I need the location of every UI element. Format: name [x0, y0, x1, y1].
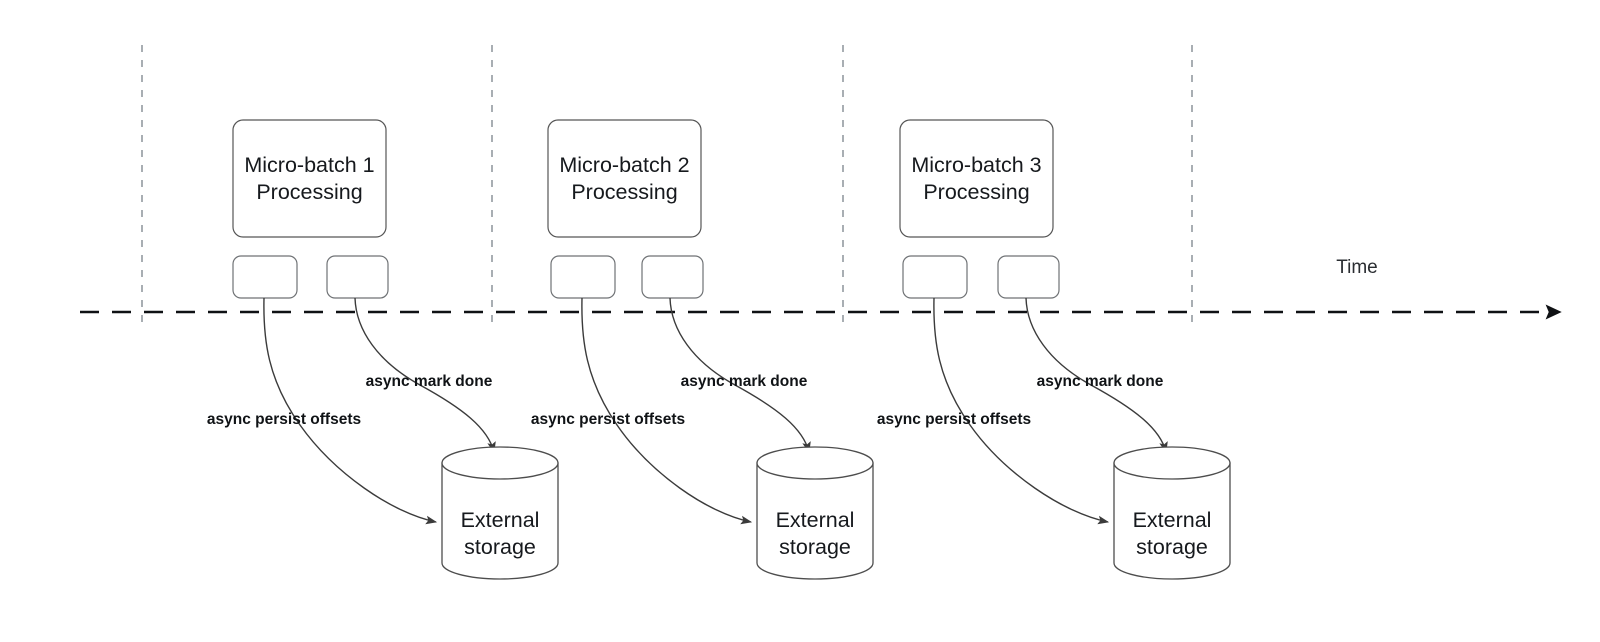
annotation-mark-done-3: async mark done [1037, 373, 1164, 390]
external-storage-3-label-line1: External [1133, 508, 1212, 532]
annotation-persist-offsets-1: async persist offsets [207, 411, 361, 428]
external-storage-3[interactable]: External storage [1113, 446, 1231, 580]
task-box-3b[interactable] [997, 255, 1060, 299]
external-storage-2-label-line1: External [776, 508, 855, 532]
mark-done-arrow-3 [1025, 297, 1168, 454]
process-box-3-label-line1: Micro-batch 3 [911, 153, 1041, 177]
task-box-2b[interactable] [641, 255, 704, 299]
microbatch-group-3: Micro-batch 3 Processing External storag… [877, 119, 1231, 580]
process-box-3-label-line2: Processing [923, 180, 1029, 204]
time-axis: Time [80, 257, 1562, 320]
period-dividers [141, 45, 1193, 330]
annotation-mark-done-1: async mark done [366, 373, 493, 390]
external-storage-1[interactable]: External storage [441, 446, 559, 580]
annotation-mark-done-2: async mark done [681, 373, 808, 390]
task-box-3a[interactable] [902, 255, 968, 299]
process-box-1-label-line1: Micro-batch 1 [244, 153, 374, 177]
annotation-persist-offsets-3: async persist offsets [877, 411, 1031, 428]
task-box-1a[interactable] [232, 255, 298, 299]
external-storage-2-label-line2: storage [779, 535, 851, 559]
task-box-2a[interactable] [550, 255, 616, 299]
time-axis-label: Time [1336, 257, 1378, 278]
external-storage-1-label-line2: storage [464, 535, 536, 559]
persist-offsets-arrow-2 [581, 297, 753, 525]
mark-done-arrow-2 [669, 297, 811, 454]
process-box-3[interactable] [899, 119, 1054, 238]
process-box-2-label-line1: Micro-batch 2 [559, 153, 689, 177]
task-box-1b[interactable] [326, 255, 389, 299]
process-box-2-label-line2: Processing [571, 180, 677, 204]
persist-offsets-arrow-1 [263, 297, 438, 525]
external-storage-3-label-line2: storage [1136, 535, 1208, 559]
external-storage-2[interactable]: External storage [756, 446, 874, 580]
annotation-persist-offsets-2: async persist offsets [531, 411, 685, 428]
process-box-1[interactable] [232, 119, 387, 238]
mark-done-arrow-1 [354, 297, 496, 454]
process-box-2[interactable] [547, 119, 702, 238]
process-box-1-label-line2: Processing [256, 180, 362, 204]
microbatch-group-2: Micro-batch 2 Processing External storag… [531, 119, 874, 580]
persist-offsets-arrow-3 [933, 297, 1110, 525]
external-storage-1-label-line1: External [461, 508, 540, 532]
microbatch-group-1: Micro-batch 1 Processing External storag… [207, 119, 559, 580]
